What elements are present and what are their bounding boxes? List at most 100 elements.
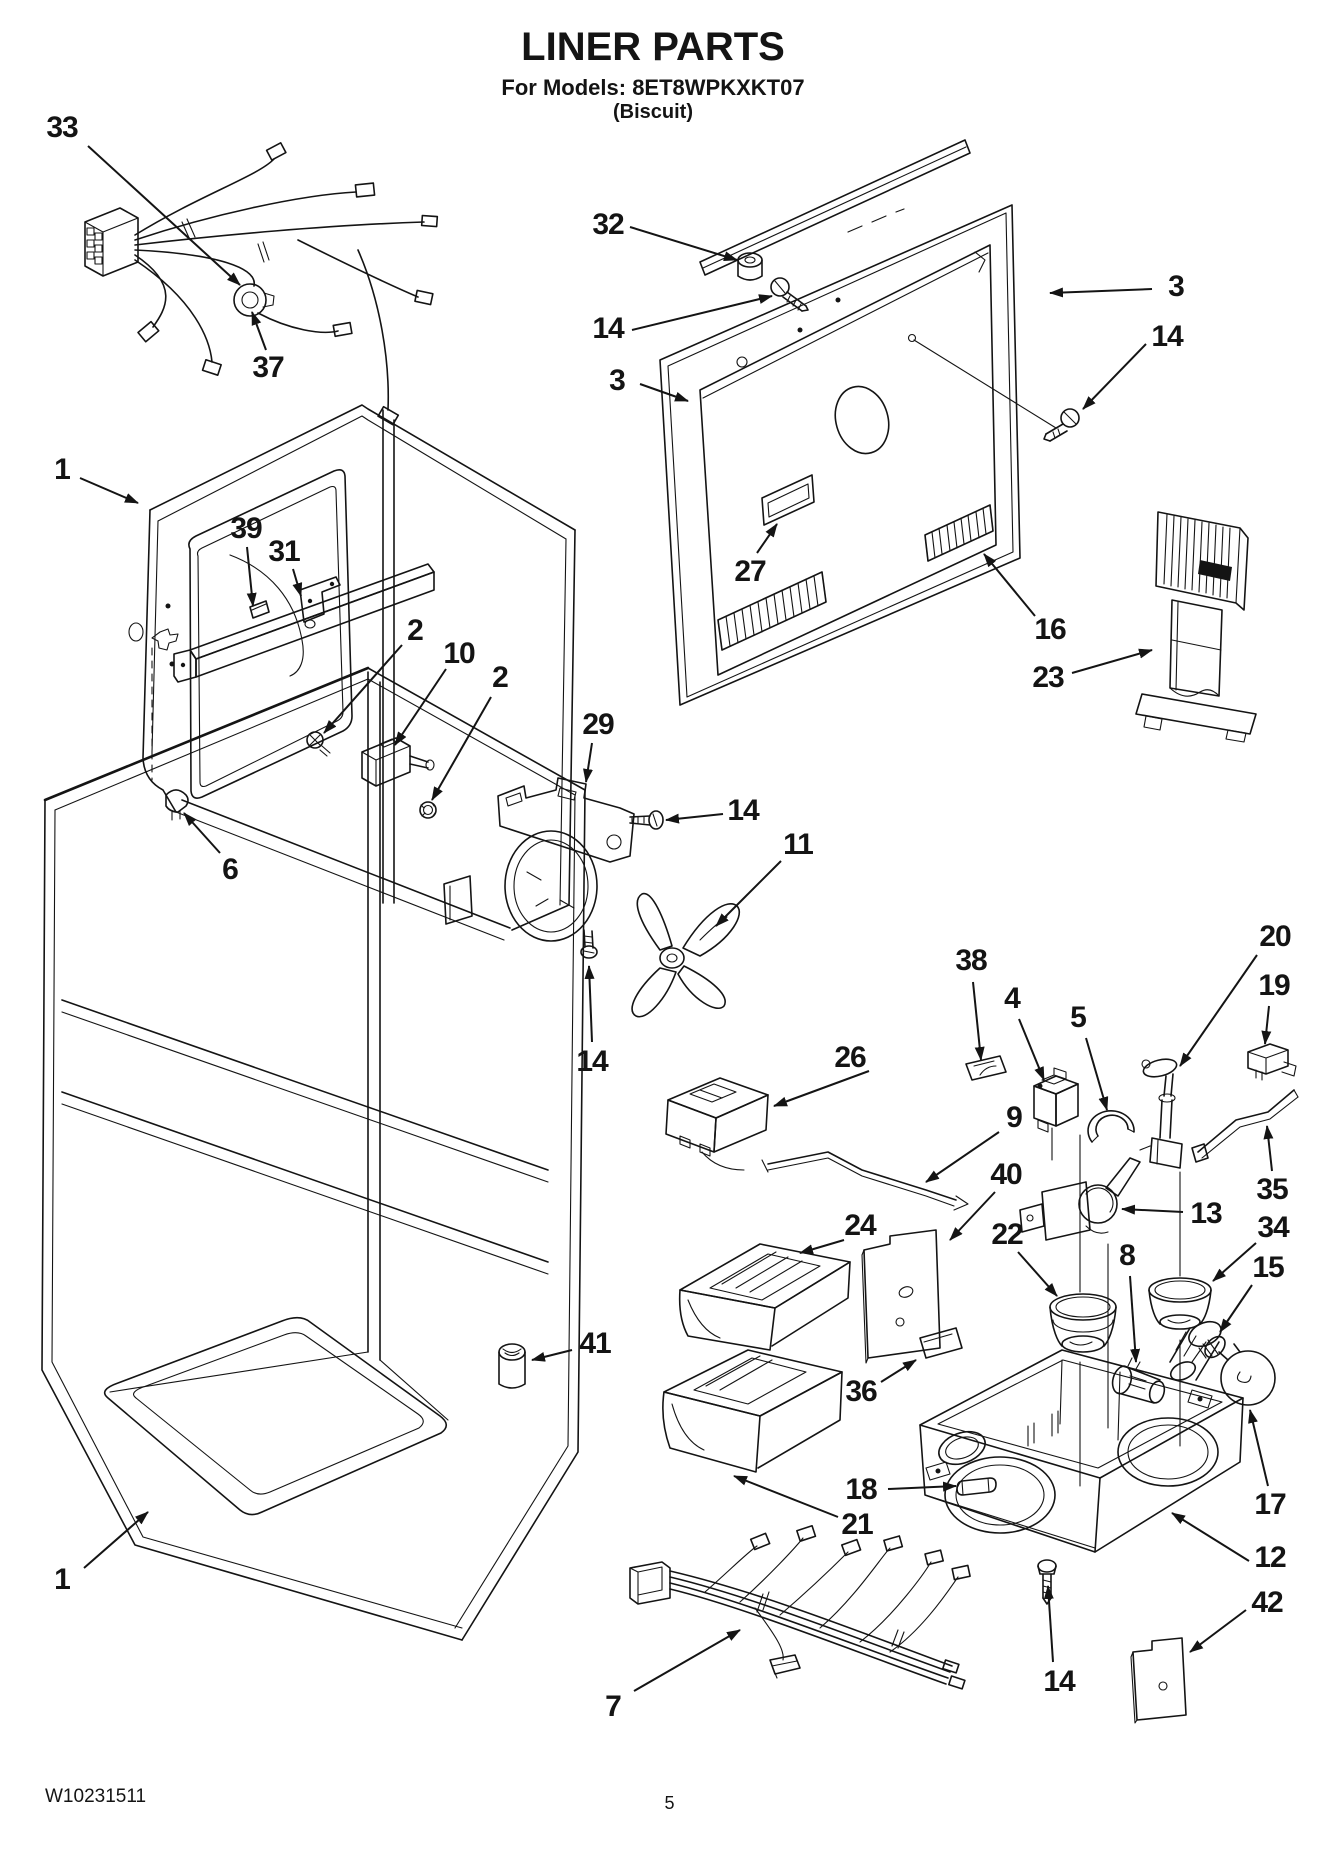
callout-16: 16 <box>1034 613 1066 646</box>
clip-38 <box>965 1055 1007 1081</box>
leader-arrow-3 <box>1049 287 1153 298</box>
leader-arrow-12 <box>1171 1512 1250 1562</box>
thermostat-10 <box>361 737 435 787</box>
leader-arrow-1 <box>83 1511 149 1569</box>
callout-24: 24 <box>844 1209 876 1242</box>
leader-arrow-16 <box>983 553 1036 617</box>
damper-control-13 <box>1019 1157 1141 1241</box>
nut-2b <box>419 801 437 819</box>
switch-19 <box>1247 1043 1297 1081</box>
motor-4 <box>1033 1067 1079 1161</box>
callout-1: 1 <box>54 453 71 486</box>
callout-14: 14 <box>576 1045 608 1078</box>
fan-shroud-29 <box>443 777 635 942</box>
callout-14: 14 <box>592 312 624 345</box>
leader-arrow-6 <box>183 812 221 854</box>
callout-36: 36 <box>845 1375 877 1408</box>
control-box-26 <box>665 1077 769 1171</box>
callout-2: 2 <box>407 614 424 647</box>
callout-37: 37 <box>252 351 284 384</box>
lamp-18 <box>956 1477 997 1496</box>
callout-3: 3 <box>609 364 626 397</box>
leader-arrow-22 <box>1017 1251 1058 1297</box>
leader-arrow-20 <box>1179 954 1258 1067</box>
callout-32: 32 <box>592 208 624 241</box>
leader-arrow-13 <box>1121 1204 1184 1215</box>
cover-plate-42 <box>1130 1637 1187 1724</box>
page-number: 5 <box>664 1793 675 1813</box>
leader-arrow-7 <box>633 1629 741 1692</box>
air-duct-21 <box>662 1349 843 1473</box>
callout-11: 11 <box>783 828 814 861</box>
screw-2a <box>306 731 331 757</box>
shield-36 <box>919 1327 963 1359</box>
callout-8: 8 <box>1119 1239 1136 1272</box>
callout-23: 23 <box>1032 661 1064 694</box>
callout-33: 33 <box>46 111 78 144</box>
screw-14-fan <box>580 929 598 959</box>
callout-22: 22 <box>991 1218 1023 1251</box>
light-housing-12 <box>919 1349 1244 1553</box>
wire-bracket-9 <box>761 1151 969 1211</box>
fan-blade-11 <box>631 893 741 1018</box>
drain-plug-41 <box>498 1343 526 1389</box>
callout-1: 1 <box>54 1563 71 1596</box>
callout-14: 14 <box>1151 320 1183 353</box>
grommet-32 <box>737 252 763 281</box>
leader-arrow-1 <box>79 477 139 504</box>
leader-arrow-23 <box>1071 648 1153 674</box>
callout-27: 27 <box>734 555 766 588</box>
leader-arrow-38 <box>972 981 985 1061</box>
refrigerator-liner-1 <box>41 666 586 1641</box>
callout-3: 3 <box>1168 270 1185 303</box>
plug-button-6 <box>165 789 189 821</box>
callout-4: 4 <box>1004 982 1021 1015</box>
callout-17: 17 <box>1254 1488 1286 1521</box>
callout-42: 42 <box>1251 1586 1283 1619</box>
wiring-harness-33 <box>84 142 439 426</box>
leader-arrow-36 <box>880 1359 917 1383</box>
leader-arrow-14 <box>584 965 595 1043</box>
callout-18: 18 <box>845 1473 877 1506</box>
leader-arrow-21 <box>733 1475 839 1518</box>
callout-26: 26 <box>834 1041 866 1074</box>
page-title: LINER PARTS <box>521 25 785 69</box>
callout-9: 9 <box>1006 1101 1023 1134</box>
leader-arrow-3 <box>639 383 689 402</box>
wire-clip-5 <box>1087 1110 1135 1143</box>
callout-20: 20 <box>1259 920 1291 953</box>
clip-39 <box>249 600 270 619</box>
air-duct-24 <box>678 1243 851 1351</box>
callout-12: 12 <box>1254 1541 1286 1574</box>
leader-arrow-4 <box>1018 1018 1045 1081</box>
cup-34 <box>1148 1277 1212 1330</box>
callout-7: 7 <box>605 1690 622 1723</box>
leader-arrow-5 <box>1085 1037 1109 1111</box>
leader-arrow-35 <box>1263 1125 1274 1172</box>
leader-arrows <box>79 145 1274 1692</box>
leader-arrow-37 <box>251 311 267 351</box>
evaporator-cover-assembly <box>659 139 1080 706</box>
leader-arrow-41 <box>531 1349 573 1362</box>
light-socket-15 <box>1169 1320 1222 1381</box>
leader-arrow-15 <box>1219 1284 1253 1333</box>
leader-arrow-29 <box>583 742 593 783</box>
finish-line: (Biscuit) <box>613 101 693 123</box>
callout-34: 34 <box>1257 1211 1289 1244</box>
screw-14-top <box>770 277 809 312</box>
leader-arrow-2 <box>431 696 492 801</box>
leader-arrow-18 <box>887 1481 957 1492</box>
leader-arrow-8 <box>1129 1275 1141 1363</box>
callout-10: 10 <box>443 637 475 670</box>
callout-2: 2 <box>492 661 509 694</box>
callout-31: 31 <box>268 535 300 568</box>
leader-arrow-17 <box>1248 1409 1269 1487</box>
screw-14-housing <box>1037 1559 1057 1605</box>
callout-41: 41 <box>579 1327 611 1360</box>
mounting-rail-31 <box>173 563 435 683</box>
callout-40: 40 <box>990 1158 1022 1191</box>
callout-13: 13 <box>1190 1197 1222 1230</box>
leader-arrow-42 <box>1189 1609 1247 1653</box>
plate-40 <box>861 1229 941 1364</box>
